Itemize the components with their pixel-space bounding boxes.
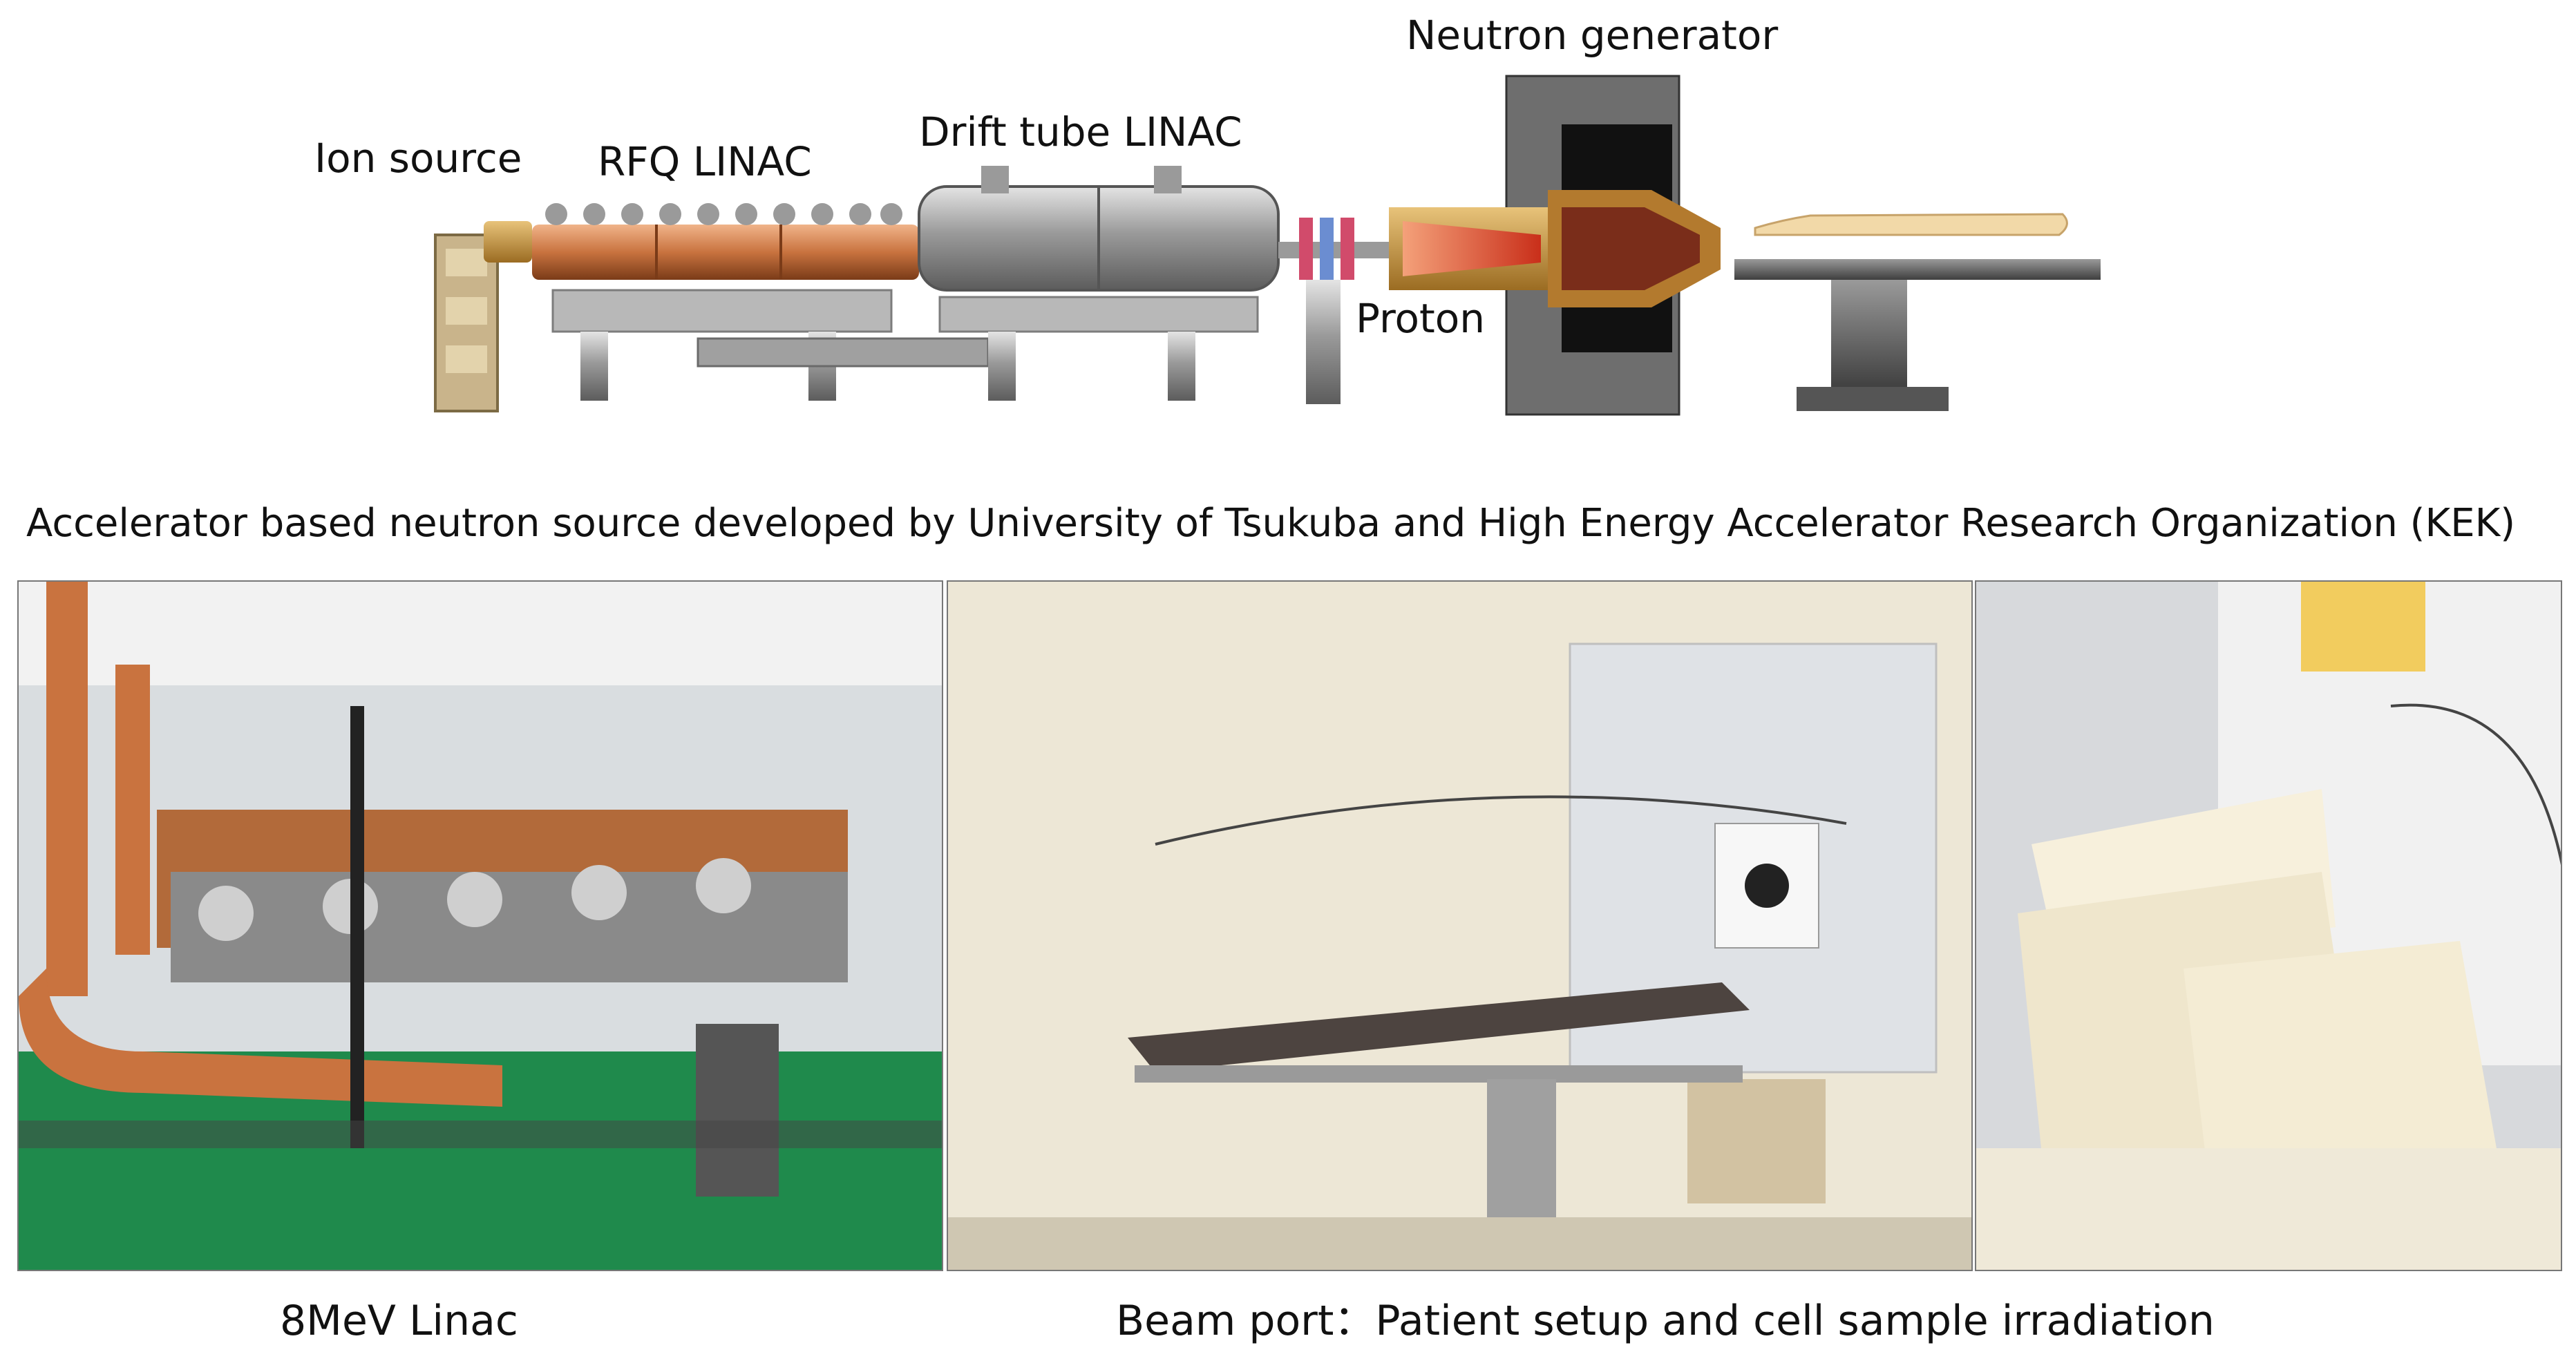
- rfq-linac: [532, 203, 989, 401]
- linac-photo-illustration: [19, 582, 942, 1270]
- label-rfq-linac: RFQ LINAC: [598, 138, 812, 185]
- beam-port-caption: Beam port：Patient setup and cell sample …: [1116, 1297, 2215, 1345]
- linac-caption: 8MeV Linac: [280, 1297, 518, 1345]
- drift-tube-linac: [918, 166, 1280, 401]
- beam-port-photo-illustration: [948, 582, 1971, 1270]
- label-drift-tube-linac: Drift tube LINAC: [919, 108, 1242, 155]
- beam-transport: [1278, 218, 1389, 404]
- diagram-caption: Accelerator based neutron source develop…: [26, 501, 2516, 546]
- label-ion-source: Ion source: [314, 135, 522, 182]
- neutron-generator: [1389, 75, 1721, 416]
- cell-sample-photo: [1975, 580, 2562, 1271]
- cell-sample-photo-illustration: [1976, 582, 2561, 1270]
- linac-photo: [17, 580, 943, 1271]
- patient-table: [1734, 213, 2101, 411]
- label-neutron-generator: Neutron generator: [1406, 12, 1779, 59]
- label-proton: Proton: [1356, 295, 1485, 342]
- ion-source: [434, 221, 532, 412]
- beam-port-photo: [947, 580, 1973, 1271]
